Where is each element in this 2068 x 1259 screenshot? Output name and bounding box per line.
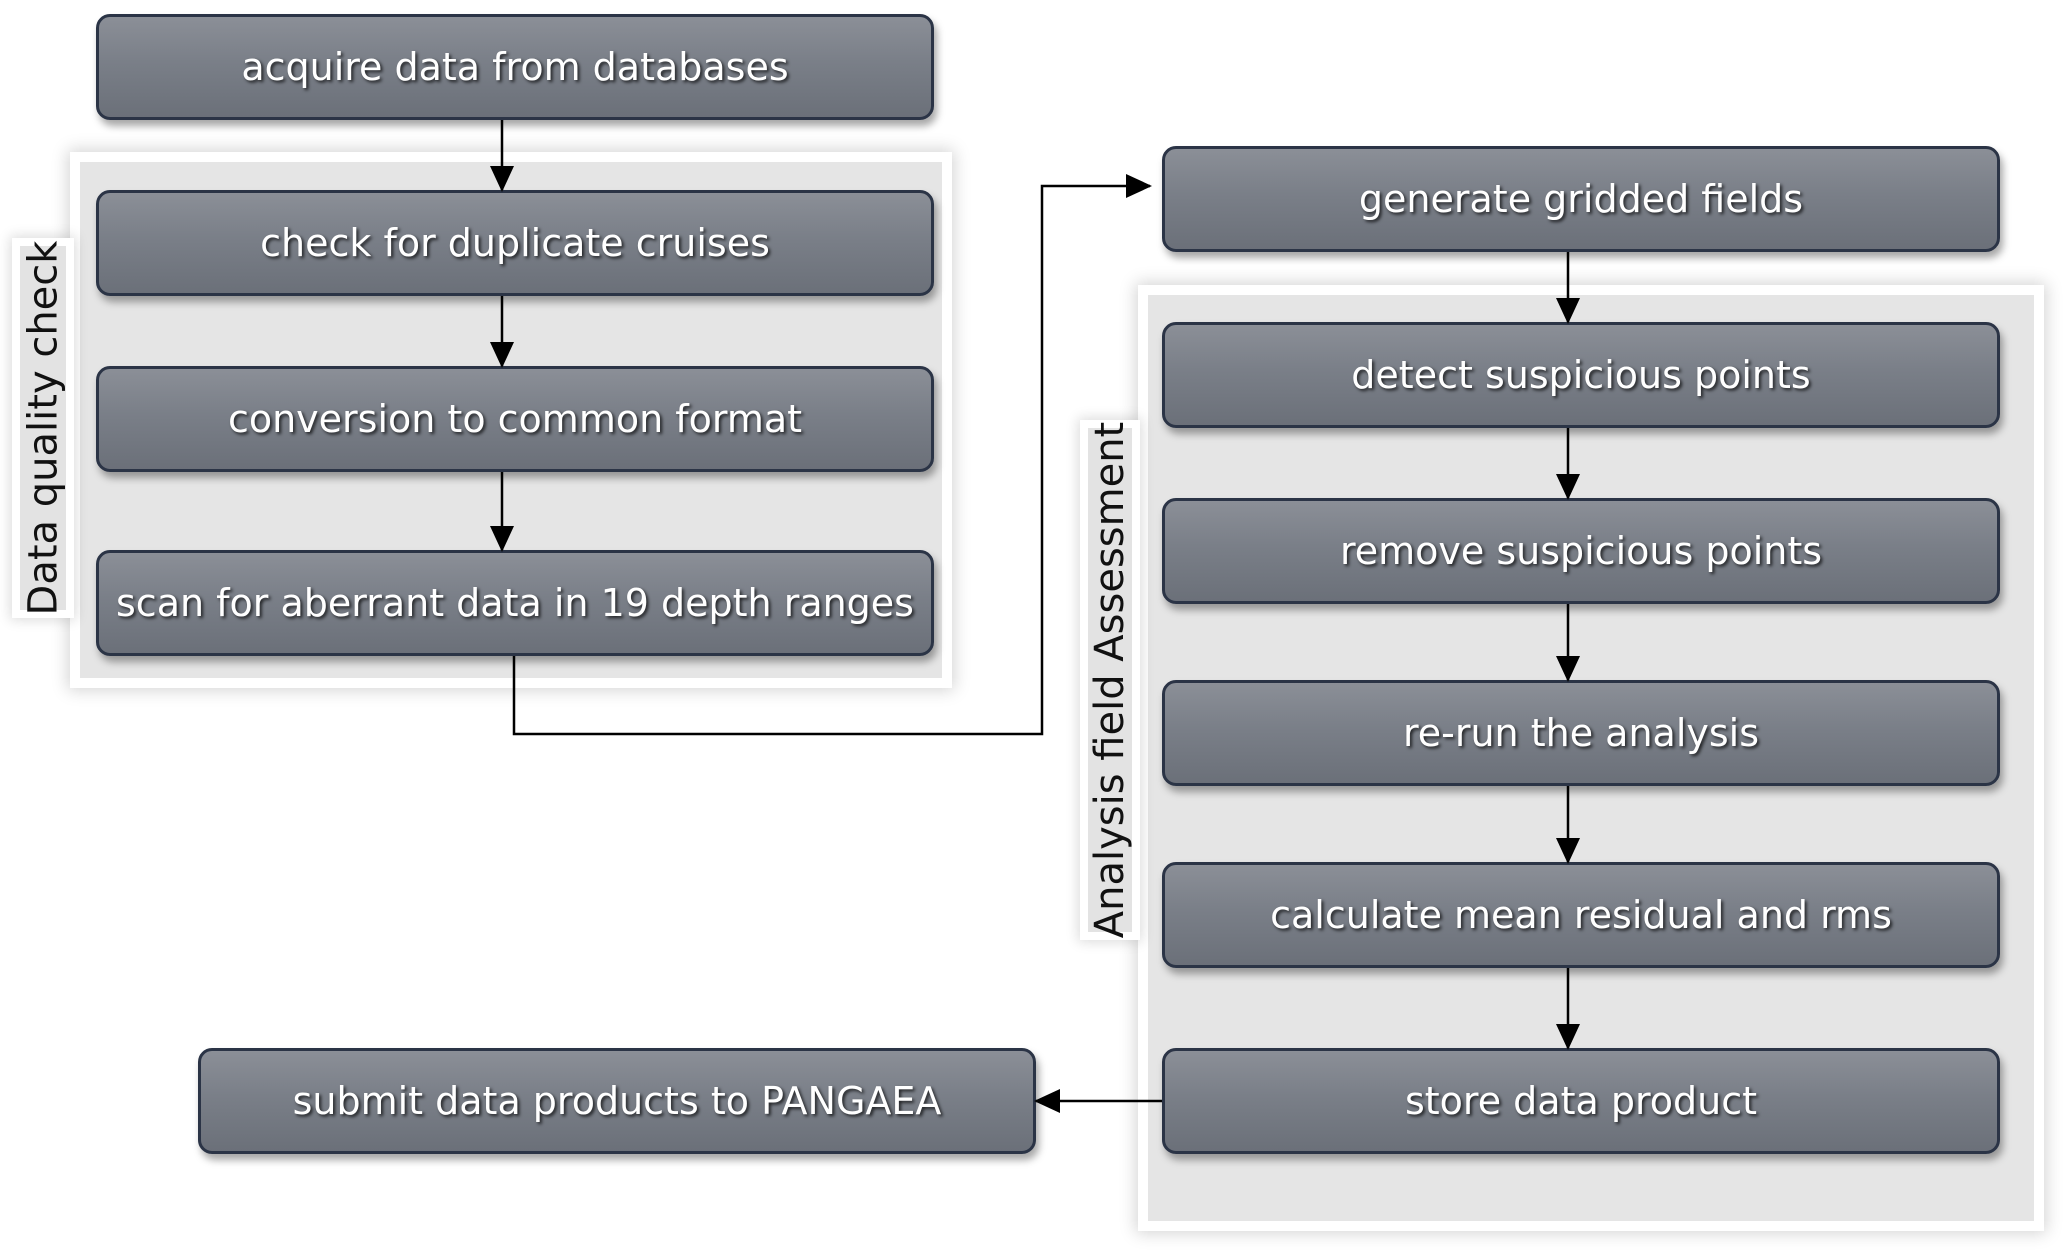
step-generate-fields: generate gridded fields [1162,146,2000,252]
step-label: generate gridded fields [1358,177,1804,221]
step-label: acquire data from databases [241,45,789,89]
step-check-duplicates: check for duplicate cruises [96,190,934,296]
data-quality-group-label: Data quality check [20,241,66,615]
step-label: calculate mean residual and rms [1270,893,1892,937]
step-label: check for duplicate cruises [260,221,770,265]
step-rerun-analysis: re-run the analysis [1162,680,2000,786]
step-label: detect suspicious points [1351,353,1811,397]
step-acquire-data: acquire data from databases [96,14,934,120]
step-remove-suspicious: remove suspicious points [1162,498,2000,604]
step-label: conversion to common format [227,397,803,441]
step-label: remove suspicious points [1339,529,1823,573]
arrow-scan-to-generate [512,174,1152,736]
step-label: store data product [1404,1079,1758,1123]
step-calculate-residual: calculate mean residual and rms [1162,862,2000,968]
step-submit-pangaea: submit data products to PANGAEA [198,1048,1036,1154]
analysis-assessment-group-label: Analysis field Assessment [1087,422,1133,938]
step-label: re-run the analysis [1402,711,1760,755]
step-detect-suspicious: detect suspicious points [1162,322,2000,428]
step-label: scan for aberrant data in 19 depth range… [116,581,914,625]
step-scan-aberrant: scan for aberrant data in 19 depth range… [96,550,934,656]
step-conversion: conversion to common format [96,366,934,472]
step-label: submit data products to PANGAEA [292,1079,942,1123]
step-store-product: store data product [1162,1048,2000,1154]
